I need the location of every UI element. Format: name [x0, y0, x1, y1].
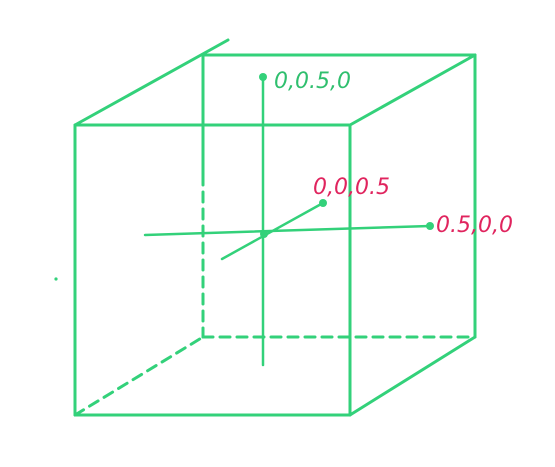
- center-point: [260, 230, 268, 238]
- top-right-depth-edge: [348, 53, 477, 127]
- top-point-label: 0,0.5,0: [274, 69, 351, 94]
- face-point: [319, 199, 327, 207]
- stray-mark: [54, 277, 58, 281]
- top-left-depth-edge: [73, 38, 230, 127]
- face-point-label: 0,0,0.5: [313, 175, 390, 200]
- horizontal-axis: [143, 224, 432, 237]
- front-face: [73, 123, 352, 417]
- depth-axis: [220, 201, 325, 261]
- side-point: [426, 222, 434, 230]
- bottom-right-depth-edge: [348, 335, 477, 417]
- bottom-left-depth-edge-hidden: [73, 335, 205, 417]
- side-point-label: 0.5,0,0: [436, 213, 513, 238]
- top-point: [259, 73, 267, 81]
